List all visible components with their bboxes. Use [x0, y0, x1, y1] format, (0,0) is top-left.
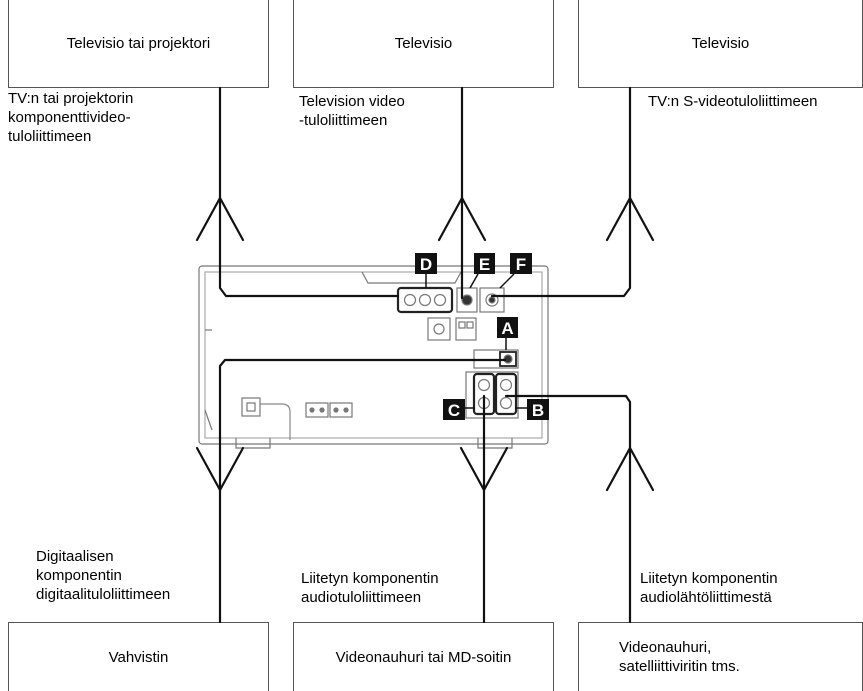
device-box-tv-video: Televisio	[293, 0, 554, 88]
badge-b: B	[515, 399, 549, 420]
badge-e: E	[469, 253, 495, 289]
caption-line: -tuloliittimeen	[299, 112, 388, 129]
caption-digital-input: Digitaalisen komponentin digitaalituloli…	[36, 547, 170, 604]
caption-line: TV:n S-videotuloliittimeen	[648, 93, 818, 110]
badge-f-letter: F	[516, 255, 526, 274]
badge-d-letter: D	[420, 255, 432, 274]
device-box-amplifier: Vahvistin	[8, 622, 269, 691]
device-box-tv-or-projector: Televisio tai projektori	[8, 0, 269, 88]
caption-line: audiotuloliittimeen	[301, 589, 422, 606]
cable-component-video	[195, 86, 400, 298]
receiver-unit	[198, 265, 549, 449]
caption-line: audiolähtöliittimestä	[640, 589, 772, 606]
caption-line: Liitetyn komponentin	[301, 570, 439, 587]
badge-c: C	[443, 399, 475, 420]
device-box-vcr-satellite: Videonauhuri, satelliittiviritin tms.	[578, 622, 863, 691]
caption-svideo-input: TV:n S-videotuloliittimeen	[648, 92, 818, 111]
badge-c-letter: C	[448, 401, 460, 420]
device-label: Televisio tai projektori	[66, 35, 211, 52]
badge-f: F	[499, 253, 532, 289]
cable-digital-optical	[195, 358, 507, 624]
caption-video-input: Television video -tuloliittimeen	[299, 92, 405, 130]
device-label-line: satelliittiviritin tms.	[619, 658, 740, 675]
caption-line: TV:n tai projektorin	[8, 90, 134, 107]
device-label: Videonauhuri tai MD-soitin	[335, 648, 512, 666]
device-label-line: Videonauhuri,	[619, 639, 712, 656]
caption-audio-output: Liitetyn komponentin audiolähtöliittimes…	[640, 569, 778, 607]
caption-line: Television video	[299, 93, 405, 110]
caption-line: digitaalituloliittimeen	[36, 586, 171, 603]
cable-svideo	[490, 86, 655, 298]
caption-component-video-input: TV:n tai projektorin komponenttivideo- t…	[8, 89, 133, 146]
caption-line: Liitetyn komponentin	[640, 570, 778, 587]
device-label: Televisio	[691, 35, 750, 52]
badge-e-letter: E	[479, 255, 490, 274]
device-box-vcr-md: Videonauhuri tai MD-soitin	[293, 622, 554, 691]
cable-video	[437, 86, 487, 300]
device-box-tv-svideo: Televisio	[578, 0, 863, 88]
badge-d: D	[415, 253, 437, 288]
badge-b-letter: B	[532, 401, 544, 420]
caption-line: Digitaalisen	[36, 548, 114, 565]
caption-line: tuloliittimeen	[8, 128, 92, 145]
cable-audio-input	[459, 394, 509, 624]
cable-audio-output	[504, 394, 655, 624]
device-label: Televisio	[394, 35, 453, 52]
caption-line: komponenttivideo-	[8, 109, 131, 126]
device-label: Vahvistin	[108, 648, 169, 666]
caption-line: komponentin	[36, 567, 122, 584]
badge-a: A	[497, 317, 518, 350]
caption-audio-input: Liitetyn komponentin audiotuloliittimeen	[301, 569, 439, 607]
badge-a-letter: A	[501, 319, 513, 338]
